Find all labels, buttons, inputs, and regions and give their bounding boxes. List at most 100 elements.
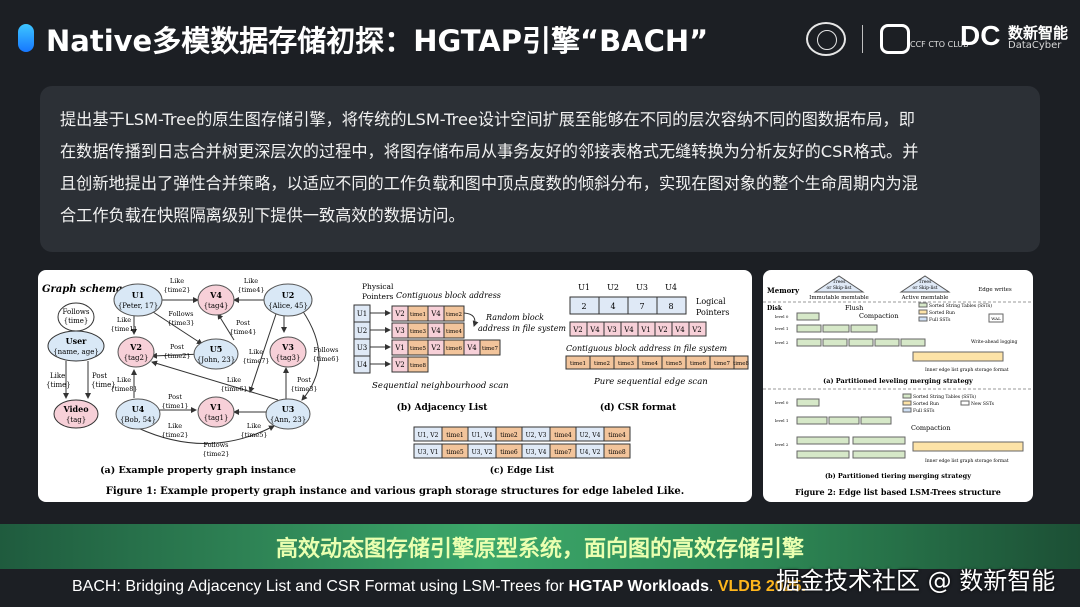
svg-text:level 2: level 2 — [775, 340, 789, 345]
write-ahead-label: Write-ahead logging — [971, 339, 1017, 345]
node-id: V1 — [209, 402, 222, 412]
svg-text:time1: time1 — [446, 432, 463, 439]
reference-prefix: BACH: Bridging Adjacency List and CSR Fo… — [72, 578, 569, 595]
svg-text:U2, V3: U2, V3 — [526, 432, 547, 439]
active-memtable-shape — [899, 275, 951, 293]
schema-label: User — [66, 336, 88, 346]
svg-text:Post: Post — [236, 319, 250, 327]
reference-bold: HGTAP Workloads — [568, 578, 709, 595]
adj-label: address in file system — [478, 324, 566, 333]
datacyber-logo-en: DataCyber — [1008, 40, 1062, 51]
mem-label: Active memtable — [901, 295, 949, 301]
svg-text:Like: Like — [227, 376, 241, 384]
adj-label: Pointers — [362, 292, 394, 301]
svg-text:{time2}: {time2} — [161, 431, 188, 439]
adj-label: Contiguous block address — [396, 291, 501, 300]
svg-text:V3: V3 — [394, 327, 405, 335]
title-accent-pill — [18, 24, 34, 52]
svg-text:{time6}: {time6} — [220, 385, 247, 393]
svg-text:time6: time6 — [446, 346, 462, 352]
adj-label: Sequential neighbourhood scan — [372, 381, 509, 391]
svg-text:Like: Like — [117, 376, 131, 384]
schema-user-node — [47, 330, 105, 362]
svg-text:{time2}: {time2} — [163, 286, 190, 294]
svg-text:{time3}: {time3} — [290, 385, 317, 393]
node-id: U1 — [132, 290, 145, 300]
svg-text:Follows: Follows — [168, 310, 193, 318]
csr-grid: U1 U2 U3 U4 2 4 7 8 — [569, 283, 687, 315]
svg-text:V1: V1 — [394, 344, 405, 352]
caption-c: (c) Edge List — [490, 465, 555, 476]
svg-text:U4: U4 — [357, 361, 368, 369]
svg-text:8: 8 — [668, 302, 673, 311]
csr-targets: V2 V4 V3 V4 V1 V2 V4 V2 — [569, 321, 707, 337]
svg-text:V4: V4 — [674, 326, 685, 334]
csr-label: Logical — [696, 297, 726, 306]
svg-text:V2: V2 — [572, 326, 583, 334]
level-blocks-a — [796, 312, 1004, 362]
svg-text:U3, V1: U3, V1 — [418, 449, 439, 456]
caption-d: (d) CSR format — [600, 402, 677, 413]
svg-text:time8: time8 — [410, 363, 426, 369]
datacyber-logo-cn: 数新智能 — [1008, 24, 1069, 42]
svg-text:Follows: Follows — [313, 346, 338, 354]
svg-text:{time3}: {time3} — [167, 319, 194, 327]
svg-text:U3: U3 — [357, 344, 367, 352]
mem-label: or Skip-list — [827, 285, 852, 291]
svg-text:{time4}: {time4} — [229, 328, 256, 336]
svg-text:New SSTs: New SSTs — [971, 401, 995, 407]
reference-sep: . — [708, 578, 718, 595]
svg-text:U3, V2: U3, V2 — [472, 449, 493, 456]
svg-text:time7: time7 — [482, 346, 498, 352]
svg-text:U3: U3 — [636, 283, 648, 292]
caption-b: (b) Adjacency List — [397, 402, 489, 413]
node-sub: {John, 23} — [197, 356, 235, 364]
mem-label: Trees — [833, 279, 846, 285]
svg-text:{time7}: {time7} — [242, 357, 269, 365]
svg-text:Sorted String Tables (SSTs): Sorted String Tables (SSTs) — [929, 302, 992, 309]
adj-label: Random block — [485, 313, 544, 322]
flush-label: Flush — [845, 304, 863, 312]
memory-label: Memory — [767, 286, 800, 295]
caption-a: (a) Example property graph instance — [100, 465, 296, 476]
svg-text:Sorted Run: Sorted Run — [929, 310, 955, 316]
svg-text:{time4}: {time4} — [237, 286, 264, 294]
svg-text:{time2}: {time2} — [163, 352, 190, 360]
svg-text:Post: Post — [170, 343, 184, 351]
svg-text:V4: V4 — [466, 344, 477, 352]
svg-text:U2: U2 — [607, 283, 619, 292]
svg-text:level 1: level 1 — [775, 418, 788, 423]
svg-text:{time1}: {time1} — [161, 402, 188, 410]
csr-label: Pointers — [696, 308, 729, 317]
svg-text:time2: time2 — [500, 432, 518, 439]
svg-text:time5: time5 — [446, 449, 464, 456]
compaction-label-b: Compaction — [911, 424, 951, 432]
graph-nodes: U1 {Peter, 17} V4 {tag4} U2 {Alice, 45} … — [113, 283, 313, 430]
svg-text:U1: U1 — [357, 310, 367, 318]
watermark: 掘金技术社区 @ 数新智能 — [776, 567, 1056, 595]
svg-text:time6: time6 — [690, 361, 706, 367]
svg-text:time1: time1 — [570, 361, 586, 367]
svg-text:Like: Like — [249, 348, 263, 356]
svg-text:Like: Like — [244, 277, 258, 285]
schema-label: Follows — [63, 308, 90, 316]
node-sub: {tag3} — [276, 354, 301, 362]
svg-text:level 0: level 0 — [775, 400, 789, 405]
svg-text:V4: V4 — [430, 327, 441, 335]
csr-times: time1 time2 time3 time4 time5 time6 time… — [565, 355, 749, 370]
adj-list-grid: U1 U2 U3 U4 V2 time1 V4 time2 V3 time3 V… — [353, 304, 501, 374]
svg-text:Follows: Follows — [203, 441, 228, 449]
svg-text:U1, V4: U1, V4 — [472, 432, 493, 439]
node-sub: {tag4} — [204, 302, 229, 310]
svg-text:time1: time1 — [410, 312, 426, 318]
svg-text:{time8}: {time8} — [110, 385, 137, 393]
immutable-memtable-shape — [813, 275, 865, 293]
page-title: Native多模数据存储初探：HGTAP引擎“BACH” — [46, 24, 709, 58]
intro-line: 合工作负载在快照隔离级别下提供一致高效的数据访问。 — [60, 206, 465, 225]
schema-label: {tag} — [66, 416, 86, 424]
svg-text:V2: V2 — [691, 326, 702, 334]
schema-edge-label: {time} — [91, 381, 116, 389]
mem-label: Immutable memtable — [809, 295, 869, 301]
disk-label: Disk — [767, 305, 783, 312]
svg-text:{time1}: {time1} — [110, 325, 137, 333]
